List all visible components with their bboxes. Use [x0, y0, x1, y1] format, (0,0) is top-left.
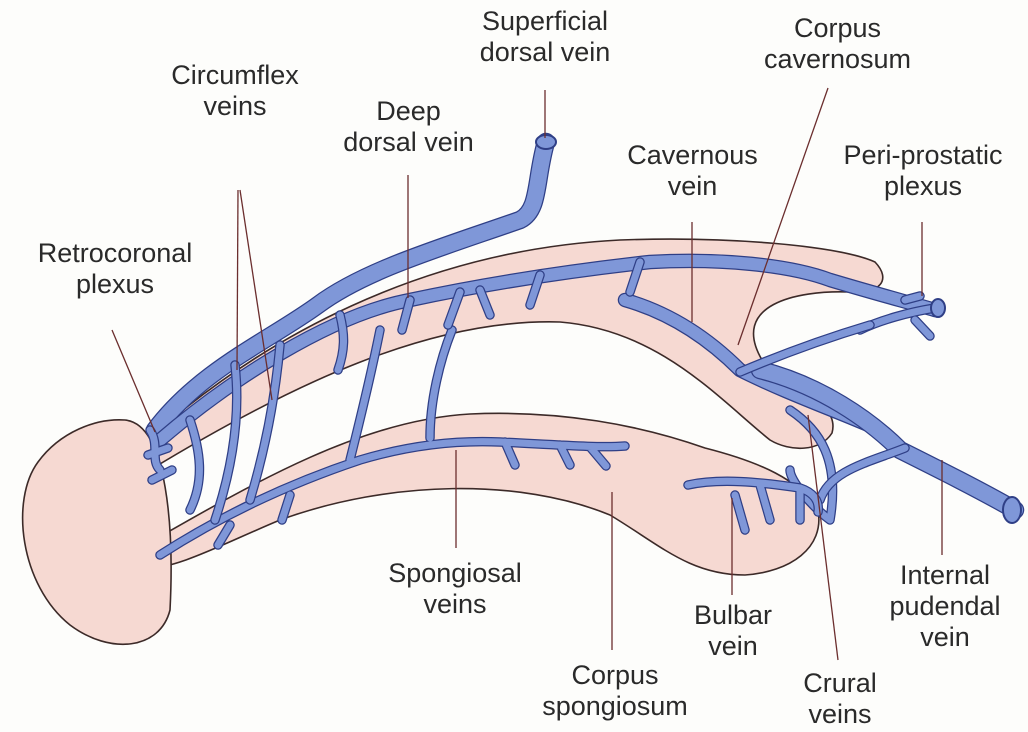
- label-circumflex-veins: Circumflex veins: [140, 60, 330, 122]
- label-internal-pudendal-vein: Internal pudendal vein: [870, 560, 1020, 653]
- label-periprostatic-plexus: Peri-prostatic plexus: [818, 140, 1028, 202]
- leader-retrocoronal-plexus: [112, 330, 155, 432]
- label-bulbar-vein: Bulbar vein: [668, 600, 798, 662]
- internal-pudendal-vein-end: [1003, 497, 1021, 523]
- label-deep-dorsal-vein: Deep dorsal vein: [316, 96, 501, 158]
- label-crural-veins: Crural veins: [775, 668, 905, 730]
- label-corpus-cavernosum: Corpus cavernosum: [750, 13, 925, 75]
- label-retrocoronal-plexus: Retrocoronal plexus: [0, 238, 230, 300]
- superficial-dorsal-vein-end: [536, 135, 556, 149]
- label-spongiosal-veins: Spongiosal veins: [360, 558, 550, 620]
- periprostatic-link-path: [740, 325, 870, 372]
- label-corpus-spongiosum: Corpus spongiosum: [530, 660, 700, 722]
- label-superficial-dorsal-vein: Superficial dorsal vein: [450, 6, 640, 68]
- periprostatic-vein-end: [931, 299, 945, 317]
- label-cavernous-vein: Cavernous vein: [600, 140, 785, 202]
- leader-circumflex-a: [237, 190, 238, 370]
- leader-corpus-cavernosum: [738, 88, 828, 345]
